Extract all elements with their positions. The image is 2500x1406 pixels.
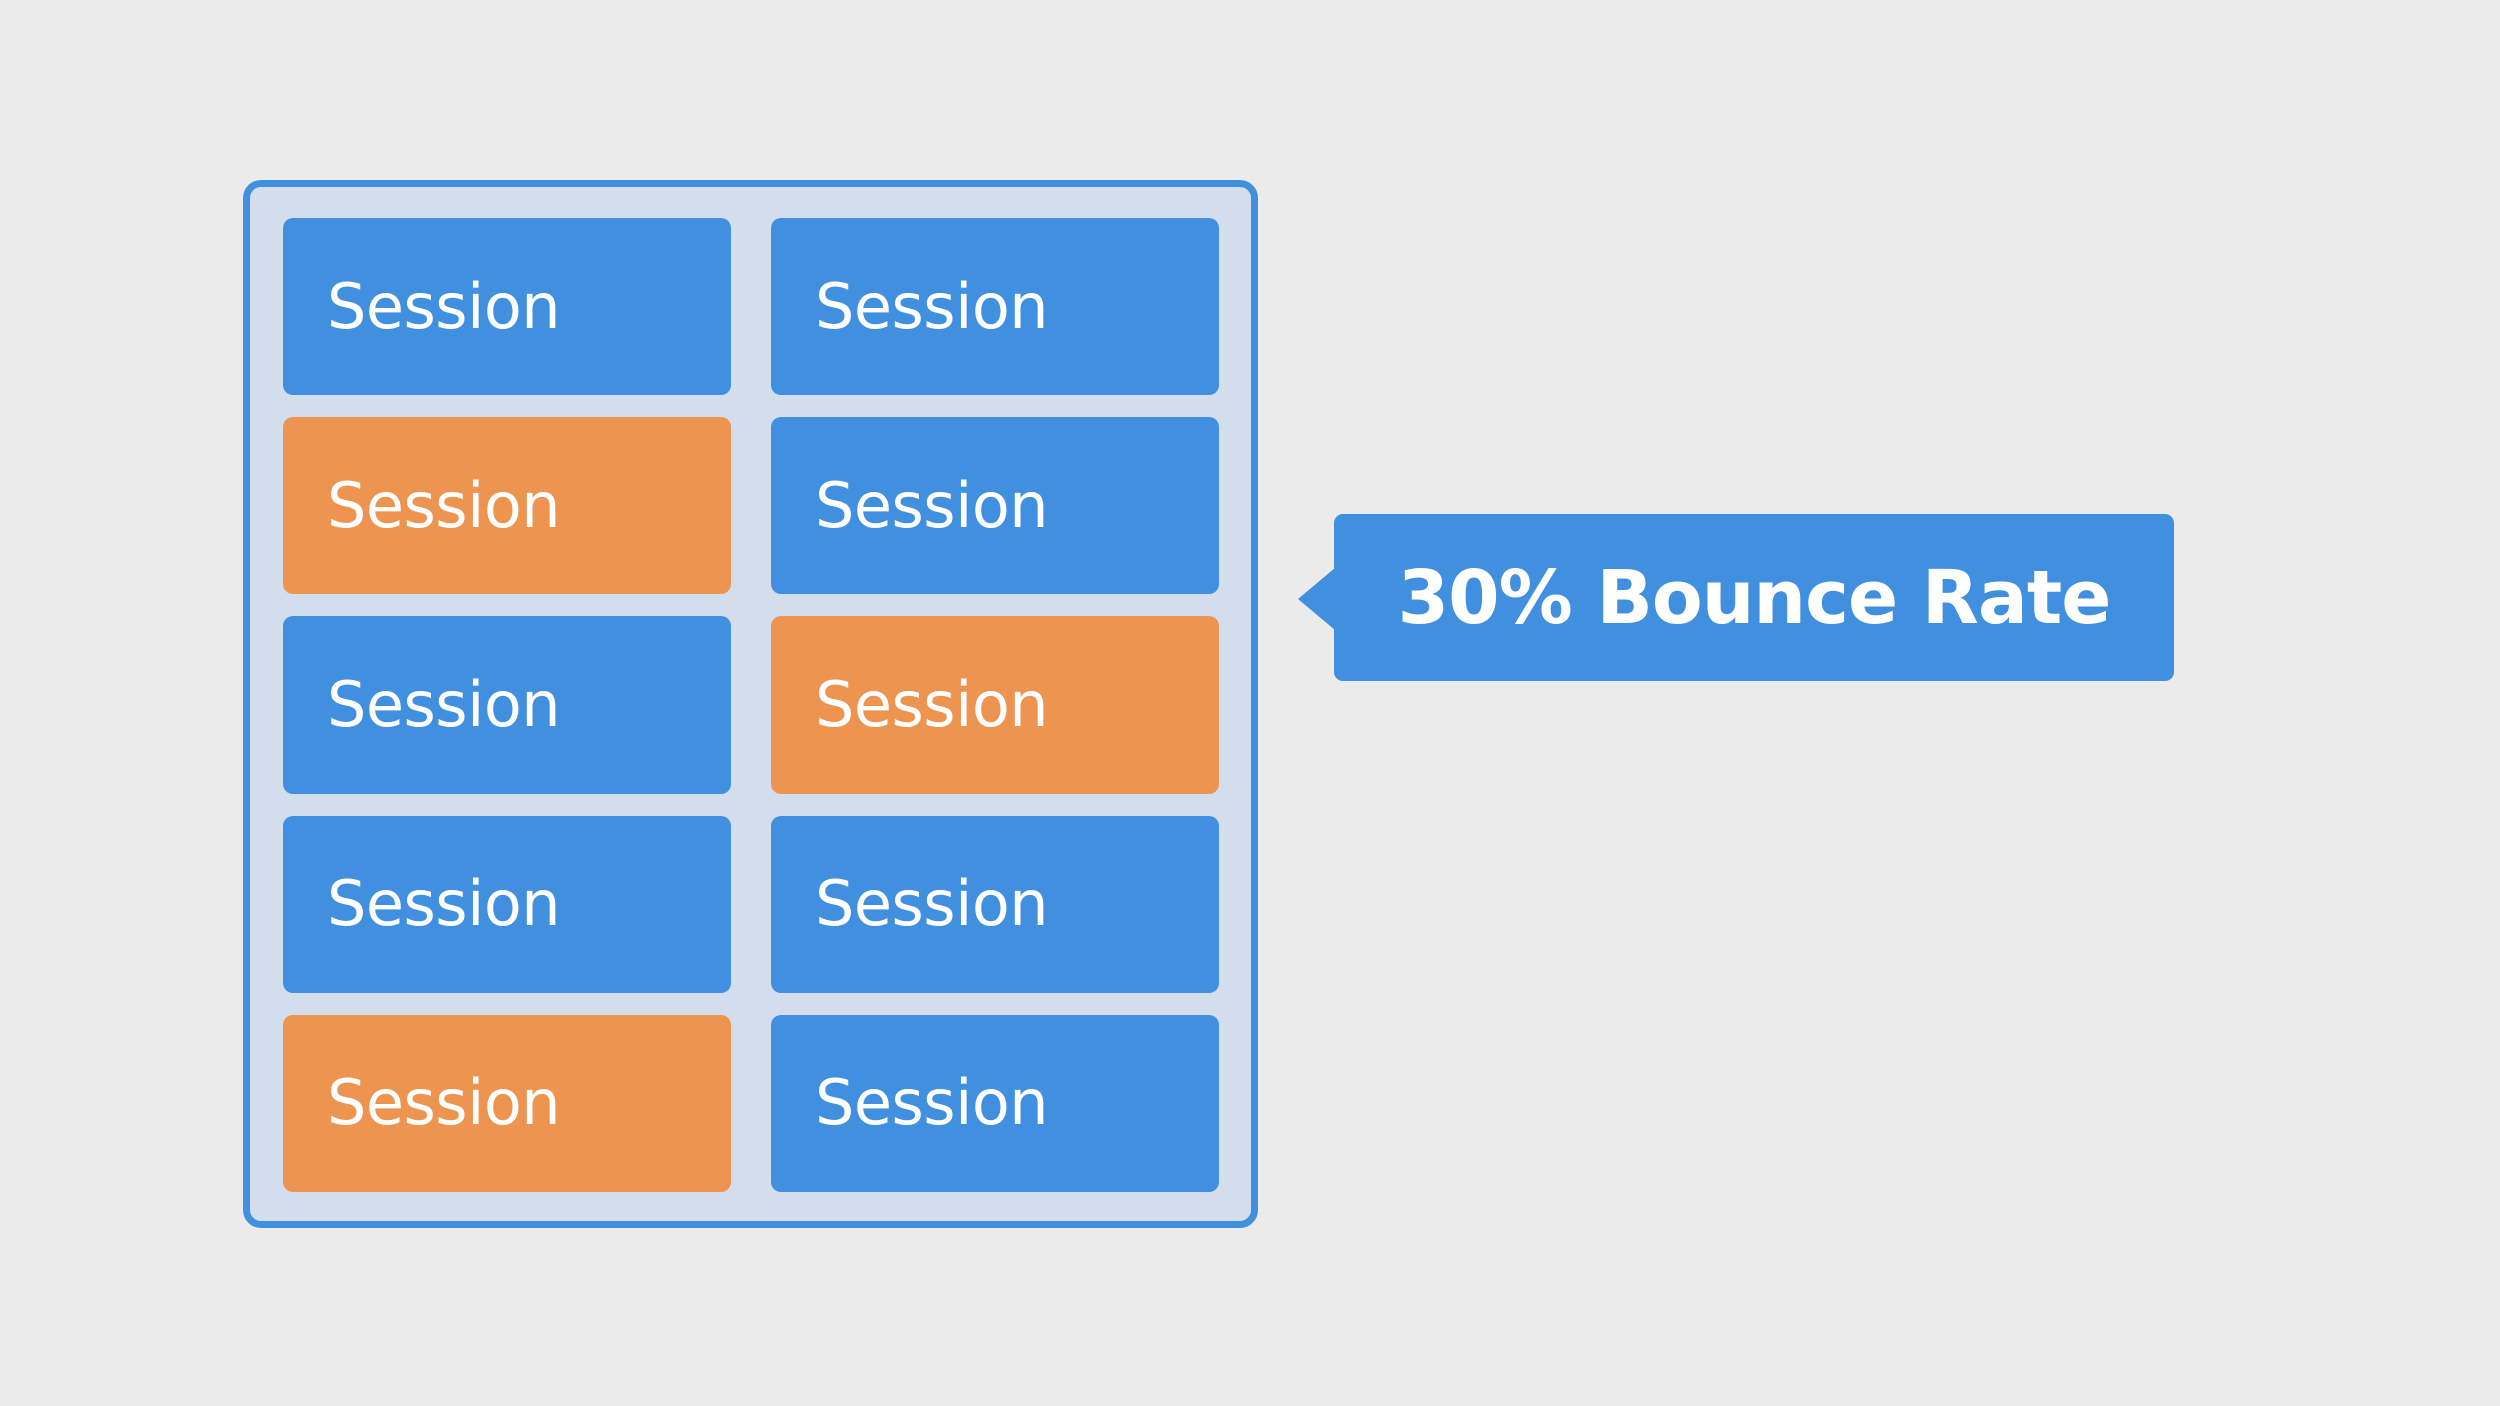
session-cell-label: Session	[815, 1066, 1049, 1140]
session-cell[interactable]: Session	[283, 218, 731, 396]
session-cell-label: Session	[327, 1066, 561, 1140]
bounce-rate-callout: 30% Bounce Rate	[1298, 514, 2174, 681]
session-cell-label: Session	[815, 867, 1049, 941]
callout-arrow-left-icon	[1298, 568, 1335, 630]
session-cell-label: Session	[815, 667, 1049, 741]
session-cell[interactable]: Session	[771, 218, 1219, 396]
session-cell[interactable]: Session	[283, 417, 731, 595]
session-cell[interactable]: Session	[283, 815, 731, 993]
session-cell-label: Session	[327, 867, 561, 941]
session-cell[interactable]: Session	[283, 616, 731, 794]
session-cell[interactable]: Session	[771, 1014, 1219, 1192]
callout-body: 30% Bounce Rate	[1334, 514, 2174, 681]
session-cell[interactable]: Session	[771, 616, 1219, 794]
session-cell[interactable]: Session	[771, 815, 1219, 993]
session-cell-label: Session	[327, 667, 561, 741]
session-cell[interactable]: Session	[283, 1014, 731, 1192]
session-cell-label: Session	[327, 468, 561, 542]
session-cell-label: Session	[815, 269, 1049, 343]
session-cell-label: Session	[815, 468, 1049, 542]
session-cell[interactable]: Session	[771, 417, 1219, 595]
session-cell-label: Session	[327, 269, 561, 343]
callout-label: 30% Bounce Rate	[1397, 554, 2112, 641]
